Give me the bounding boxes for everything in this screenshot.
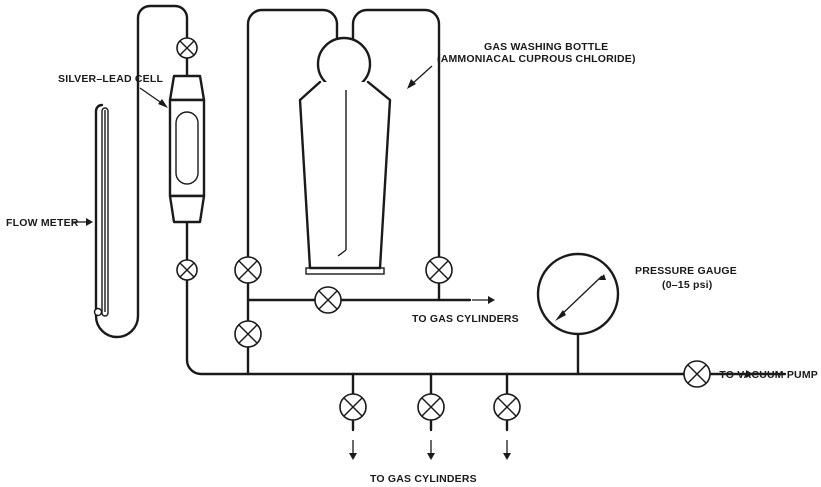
bypass-left-loop bbox=[246, 8, 339, 376]
flow-meter-tube bbox=[101, 107, 109, 317]
gauge-needle-tail bbox=[599, 274, 606, 280]
label-gas-washing-bottle-contents: (AMMONIACAL CUPROUS CHLORIDE) bbox=[437, 53, 636, 65]
label-to-gas-cylinders-upper: TO GAS CYLINDERS bbox=[412, 313, 519, 325]
cell-bottom-taper bbox=[168, 194, 206, 224]
arrowhead-drop-1 bbox=[349, 453, 357, 460]
cell-window bbox=[175, 111, 199, 185]
valve-bypass-left-upper[interactable] bbox=[234, 256, 262, 284]
arrowhead-vacuum bbox=[746, 370, 753, 378]
label-gas-washing-bottle: GAS WASHING BOTTLE bbox=[484, 41, 608, 53]
cell-pipe bbox=[185, 46, 787, 376]
gauge-needle-head bbox=[555, 310, 566, 321]
text-labels: SILVER–LEAD CELL GAS WASHING BOTTLE (AMM… bbox=[6, 41, 818, 485]
valve-cross[interactable] bbox=[314, 286, 342, 314]
valve-drop-1[interactable] bbox=[339, 393, 367, 421]
valves bbox=[176, 37, 711, 421]
valve-vacuum[interactable] bbox=[683, 360, 711, 388]
label-to-gas-cylinders-lower: TO GAS CYLINDERS bbox=[370, 473, 477, 485]
flow-meter-loop bbox=[94, 16, 140, 339]
label-silver-lead-cell: SILVER–LEAD CELL bbox=[58, 73, 163, 85]
top-pipe bbox=[136, 4, 189, 50]
arrowhead-flow-meter bbox=[86, 218, 93, 226]
valve-bypass-left-lower[interactable] bbox=[234, 320, 262, 348]
bottle-base bbox=[305, 267, 385, 275]
label-flow-meter: FLOW METER bbox=[6, 217, 79, 229]
cell-top-taper bbox=[168, 74, 206, 102]
arrowhead-drop-3 bbox=[503, 453, 511, 460]
valve-drop-3[interactable] bbox=[493, 393, 521, 421]
arrowhead-upper-cylinders bbox=[488, 296, 495, 304]
silver-lead-cell bbox=[168, 64, 206, 258]
gas-washing-bottle bbox=[298, 36, 392, 275]
pressure-gauge bbox=[536, 252, 620, 336]
label-to-vacuum-pump: TO VACUUM PUMP bbox=[719, 369, 818, 381]
valve-top-cell[interactable] bbox=[176, 37, 198, 59]
flow-meter bbox=[93, 107, 109, 317]
arrowhead-bottle bbox=[407, 79, 416, 89]
label-pressure-gauge-range: (0–15 psi) bbox=[662, 279, 712, 291]
valve-drop-2[interactable] bbox=[417, 393, 445, 421]
bypass-right-loop bbox=[351, 8, 472, 302]
valve-bypass-right[interactable] bbox=[425, 256, 453, 284]
cell-body bbox=[168, 98, 206, 198]
gauge-needle bbox=[559, 275, 603, 317]
bottle-dip-tube-foot bbox=[337, 249, 347, 257]
gauge-dial bbox=[536, 252, 620, 336]
bottle-body bbox=[298, 80, 392, 270]
valve-below-cell[interactable] bbox=[176, 259, 198, 281]
arrow-bottle bbox=[411, 65, 433, 85]
pointer-arrows bbox=[72, 65, 753, 460]
pipework bbox=[94, 4, 787, 432]
arrowhead-drop-2 bbox=[427, 453, 435, 460]
arrowhead-silver-lead bbox=[158, 99, 168, 108]
flow-meter-float bbox=[93, 307, 103, 317]
arrow-silver-lead bbox=[139, 87, 164, 105]
label-pressure-gauge: PRESSURE GAUGE bbox=[635, 265, 737, 277]
